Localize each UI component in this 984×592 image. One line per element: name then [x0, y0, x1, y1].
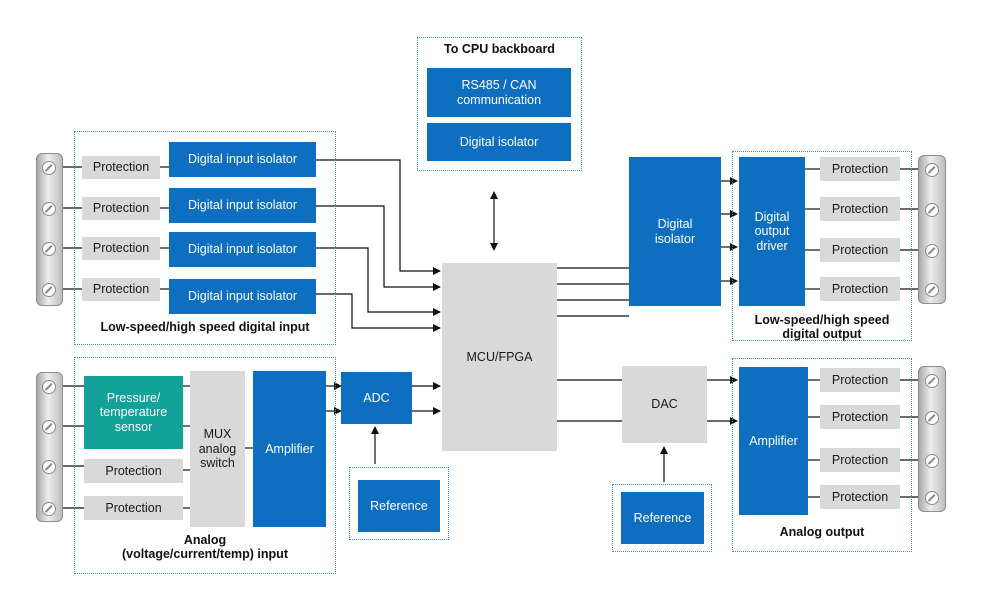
screw-icon — [42, 202, 56, 216]
digital-input-protection: Protection — [82, 278, 160, 301]
analog-input-caption: Analog (voltage/current/temp) input — [122, 533, 288, 562]
digital-output-protection: Protection — [820, 277, 900, 301]
analog-input-terminal-block — [36, 372, 63, 522]
analog-input-amplifier-block: Amplifier — [253, 371, 326, 527]
analog-output-protection: Protection — [820, 368, 900, 392]
digital-output-protection: Protection — [820, 197, 900, 221]
analog-output-protection: Protection — [820, 485, 900, 509]
analog-input-protection: Protection — [84, 459, 183, 483]
screw-icon — [925, 283, 939, 297]
digital-isolator-block: Digital isolator — [629, 157, 721, 306]
adc-reference-block: Reference — [358, 480, 440, 532]
screw-icon — [42, 380, 56, 394]
screw-icon — [42, 283, 56, 297]
dac-reference-block: Reference — [621, 492, 704, 544]
screw-icon — [42, 420, 56, 434]
mcu-fpga-block: MCU/FPGA — [442, 263, 557, 451]
screw-icon — [925, 411, 939, 425]
screw-icon — [925, 163, 939, 177]
digital-input-isolator: Digital input isolator — [169, 188, 316, 223]
screw-icon — [42, 502, 56, 516]
digital-output-terminal-block — [918, 155, 946, 304]
analog-input-protection: Protection — [84, 496, 183, 520]
digital-input-isolator: Digital input isolator — [169, 142, 316, 177]
mux-analog-switch-block: MUX analog switch — [190, 371, 245, 527]
cpu-backboard-title: To CPU backboard — [444, 42, 555, 56]
digital-input-isolator: Digital input isolator — [169, 279, 316, 314]
digital-input-isolator: Digital input isolator — [169, 232, 316, 267]
adc-reference-group — [349, 467, 449, 540]
analog-output-terminal-block — [918, 366, 946, 512]
analog-output-amplifier-block: Amplifier — [739, 367, 808, 515]
digital-input-protection: Protection — [82, 237, 160, 260]
digital-output-driver-block: Digital output driver — [739, 157, 805, 306]
rs485-can-block: RS485 / CAN communication — [427, 68, 571, 117]
digital-input-protection: Protection — [82, 197, 160, 220]
dac-block: DAC — [622, 366, 707, 443]
analog-output-caption: Analog output — [779, 525, 865, 539]
adc-block: ADC — [341, 372, 412, 424]
analog-output-protection: Protection — [820, 405, 900, 429]
screw-icon — [925, 491, 939, 505]
pressure-temperature-sensor-block: Pressure/ temperature sensor — [84, 376, 183, 449]
dac-reference-group — [612, 484, 712, 552]
screw-icon — [42, 242, 56, 256]
cpu-backboard-group — [417, 37, 582, 171]
digital-input-caption: Low-speed/high speed digital input — [100, 320, 310, 334]
screw-icon — [925, 374, 939, 388]
digital-input-terminal-block — [36, 153, 63, 306]
screw-icon — [42, 161, 56, 175]
analog-input-group — [74, 357, 336, 574]
screw-icon — [925, 244, 939, 258]
cpu-digital-isolator-block: Digital isolator — [427, 123, 571, 161]
screw-icon — [925, 454, 939, 468]
digital-output-group — [732, 151, 912, 341]
digital-input-group — [74, 131, 336, 345]
digital-output-protection: Protection — [820, 238, 900, 262]
digital-output-caption: Low-speed/high speed digital output — [754, 313, 890, 342]
screw-icon — [925, 203, 939, 217]
digital-output-protection: Protection — [820, 157, 900, 181]
digital-input-protection: Protection — [82, 156, 160, 179]
analog-output-protection: Protection — [820, 448, 900, 472]
analog-output-group — [732, 358, 912, 552]
screw-icon — [42, 460, 56, 474]
